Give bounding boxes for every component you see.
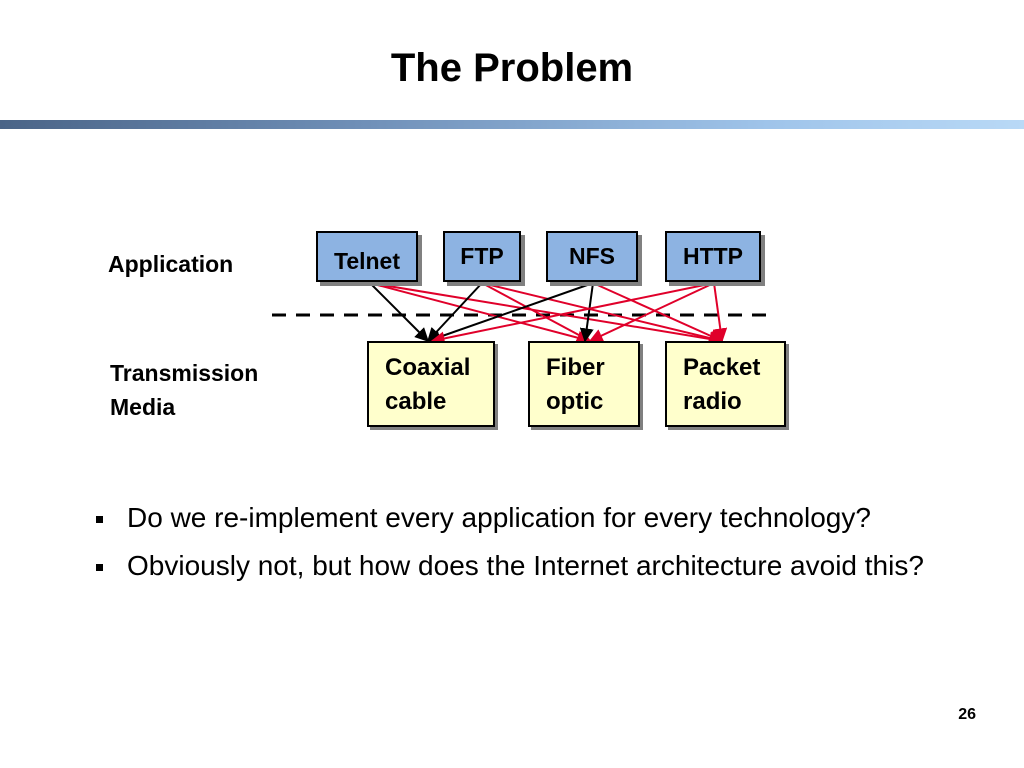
link-telnet-to-coax	[369, 282, 429, 342]
bullet-item: Do we re-implement every application for…	[96, 500, 956, 536]
app-label-http: HTTP	[682, 243, 744, 269]
media-label-radio-line1: Packet	[683, 354, 761, 381]
app-box-ftp: FTP	[443, 231, 521, 282]
bullet-item: Obviously not, but how does the Internet…	[96, 548, 956, 584]
square-bullet-icon	[96, 516, 103, 523]
link-telnet-to-radio	[369, 282, 724, 346]
link-nfs-to-coax	[426, 282, 594, 344]
link-http-to-fiber	[588, 282, 715, 343]
app-box-http: HTTP	[665, 231, 761, 282]
app-box-telnet: Telnet	[316, 231, 418, 282]
page-number: 26	[958, 706, 976, 723]
slide-title: The Problem	[390, 46, 634, 90]
bullet-list: Do we re-implement every application for…	[96, 500, 956, 596]
link-http-to-coax	[430, 282, 715, 346]
media-label-fiber-line2: optic	[546, 388, 604, 415]
media-label-fiber-line1: Fiber	[546, 354, 605, 381]
media-layer-label-line1: Transmission	[110, 360, 259, 386]
link-http-to-radio	[713, 282, 728, 343]
title-divider-bar	[0, 120, 1024, 129]
link-nfs-to-radio	[592, 282, 724, 343]
square-bullet-icon	[96, 564, 103, 571]
application-layer-label: Application	[108, 251, 234, 277]
link-ftp-to-radio	[481, 282, 724, 345]
link-ftp-to-fiber	[481, 282, 592, 342]
media-layer-label-line2: Media	[110, 394, 176, 420]
bullet-text: Obviously not, but how does the Internet…	[127, 550, 924, 581]
media-label-coaxial-line2: cable	[385, 388, 447, 415]
link-nfs-to-fiber	[579, 282, 594, 343]
media-box-packet-radio: Packet radio	[665, 341, 786, 427]
media-label-radio-line2: radio	[683, 388, 742, 415]
media-box-coaxial-cable: Coaxial cable	[367, 341, 495, 427]
app-label-telnet: Telnet	[333, 248, 401, 274]
media-box-fiber-optic: Fiber optic	[528, 341, 640, 427]
app-box-nfs: NFS	[546, 231, 638, 282]
media-label-coaxial-line1: Coaxial	[385, 354, 471, 381]
app-label-nfs: NFS	[569, 243, 615, 269]
bullet-text: Do we re-implement every application for…	[127, 502, 871, 533]
link-telnet-to-fiber	[369, 282, 592, 345]
app-label-ftp: FTP	[460, 243, 504, 269]
